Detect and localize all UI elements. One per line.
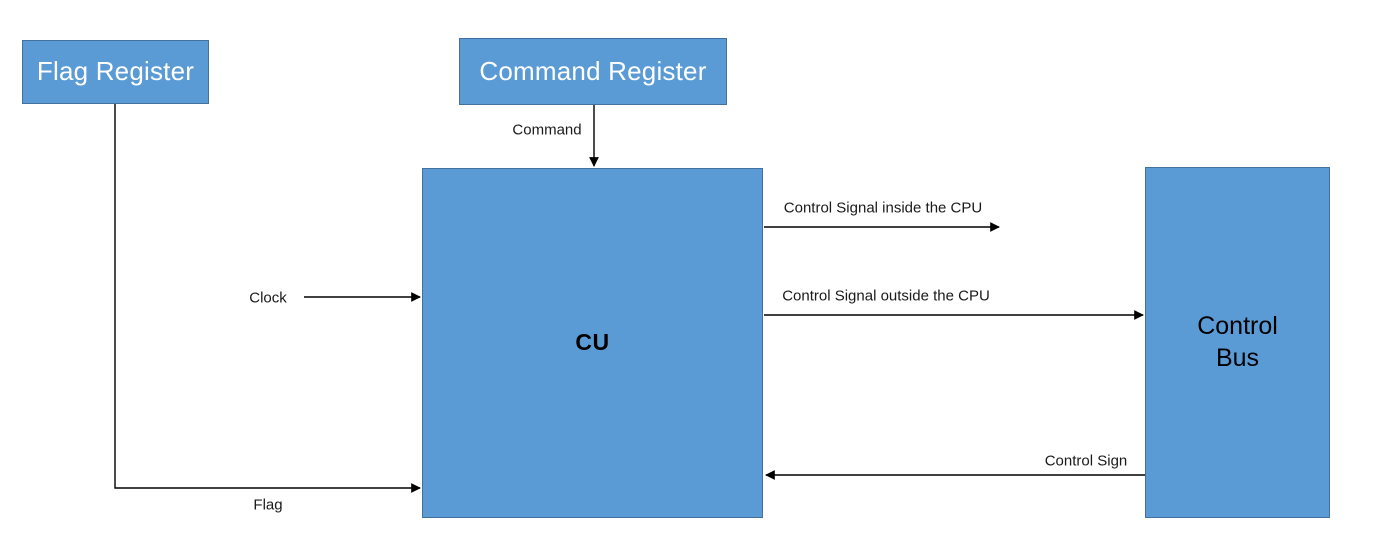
node-cu-label: CU	[575, 329, 610, 356]
node-command-register[interactable]: Command Register	[459, 38, 727, 105]
node-control-bus-label: Control Bus	[1197, 312, 1278, 372]
edge-label-control-signal-inside: Control Signal inside the CPU	[783, 199, 983, 217]
edge-label-control-sign: Control Sign	[1044, 452, 1128, 470]
edge-flag	[114, 104, 421, 493]
node-flag-register-label: Flag Register	[36, 56, 195, 87]
node-command-register-label: Command Register	[479, 55, 707, 86]
node-cu[interactable]: CU	[422, 168, 763, 518]
edge-label-command: Command	[512, 121, 582, 139]
node-flag-register[interactable]: Flag Register	[22, 40, 209, 104]
edge-label-clock: Clock	[249, 289, 287, 307]
edge-label-control-signal-outside: Control Signal outside the CPU	[782, 287, 990, 305]
edge-label-flag: Flag	[253, 496, 283, 514]
node-control-bus[interactable]: Control Bus	[1145, 167, 1330, 518]
